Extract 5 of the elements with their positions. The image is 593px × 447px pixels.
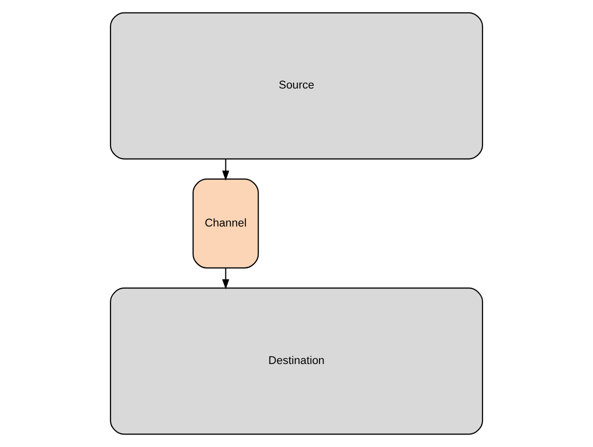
arrow [222,268,230,290]
node-box: Source [110,12,484,160]
arrow [222,159,230,181]
node-box: Channel [192,178,259,268]
node-box: Destination [110,288,484,435]
